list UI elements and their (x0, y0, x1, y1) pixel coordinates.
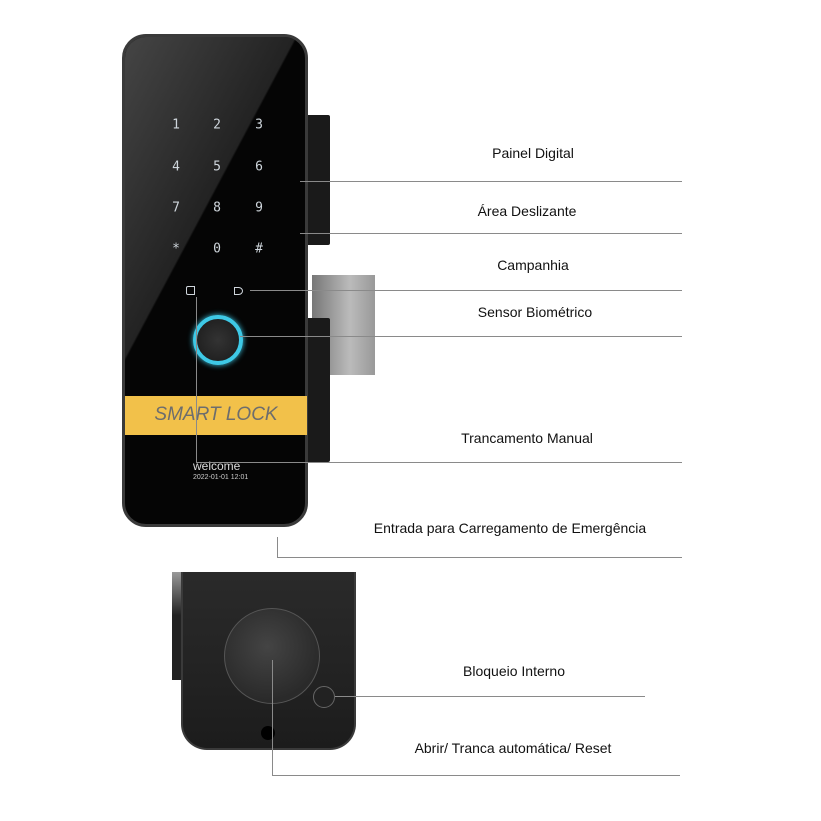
fingerprint-sensor[interactable] (193, 315, 243, 365)
band-text: SMART LOCK (154, 404, 278, 425)
line-emergency-v (277, 537, 278, 557)
keypad-key[interactable]: 9 (255, 200, 263, 216)
keypad-key[interactable]: 0 (213, 241, 221, 257)
line-internal-lock (335, 696, 645, 697)
line-digital-panel (300, 181, 682, 182)
keypad-key[interactable]: 4 (172, 159, 180, 175)
lock-front-panel (122, 34, 308, 527)
line-manual-lock-v (196, 297, 197, 462)
keypad-key[interactable]: 3 (255, 117, 263, 133)
keypad-key[interactable]: 8 (213, 200, 221, 216)
glass-reflection (125, 37, 305, 524)
label-doorbell: Campanhia (497, 257, 569, 273)
line-doorbell (250, 290, 682, 291)
label-emergency: Entrada para Carregamento de Emergência (373, 520, 647, 536)
bell-icon (234, 287, 243, 295)
smart-lock-band (125, 396, 307, 435)
reset-hole (261, 726, 275, 740)
label-internal-lock: Bloqueio Interno (463, 663, 565, 679)
line-sliding-area (300, 233, 682, 234)
label-sliding-area: Área Deslizante (477, 203, 577, 219)
keypad-key[interactable]: 1 (172, 117, 180, 133)
keypad-key[interactable]: 5 (213, 159, 221, 175)
keypad-key[interactable]: 2 (213, 117, 221, 133)
keypad-key[interactable]: # (255, 241, 263, 257)
keypad-key[interactable]: 6 (255, 159, 263, 175)
label-biometric: Sensor Biométrico (477, 304, 593, 320)
line-open (272, 775, 680, 776)
label-digital-panel: Painel Digital (492, 145, 574, 161)
knob[interactable] (224, 608, 320, 704)
label-manual-lock: Trancamento Manual (461, 430, 593, 446)
label-open: Abrir/ Tranca automática/ Reset (414, 740, 612, 756)
keypad-key[interactable]: 7 (172, 200, 180, 216)
line-biometric (240, 336, 682, 337)
lock-icon (186, 286, 195, 295)
internal-lock-button[interactable] (313, 686, 335, 708)
upper-bracket (306, 115, 330, 245)
screen-datetime: 2022-01-01 12:01 (193, 474, 249, 481)
line-manual-lock (196, 462, 682, 463)
lower-bracket (306, 318, 330, 462)
line-emergency (277, 557, 682, 558)
keypad-key[interactable]: * (172, 241, 180, 257)
line-open-v (272, 660, 273, 775)
